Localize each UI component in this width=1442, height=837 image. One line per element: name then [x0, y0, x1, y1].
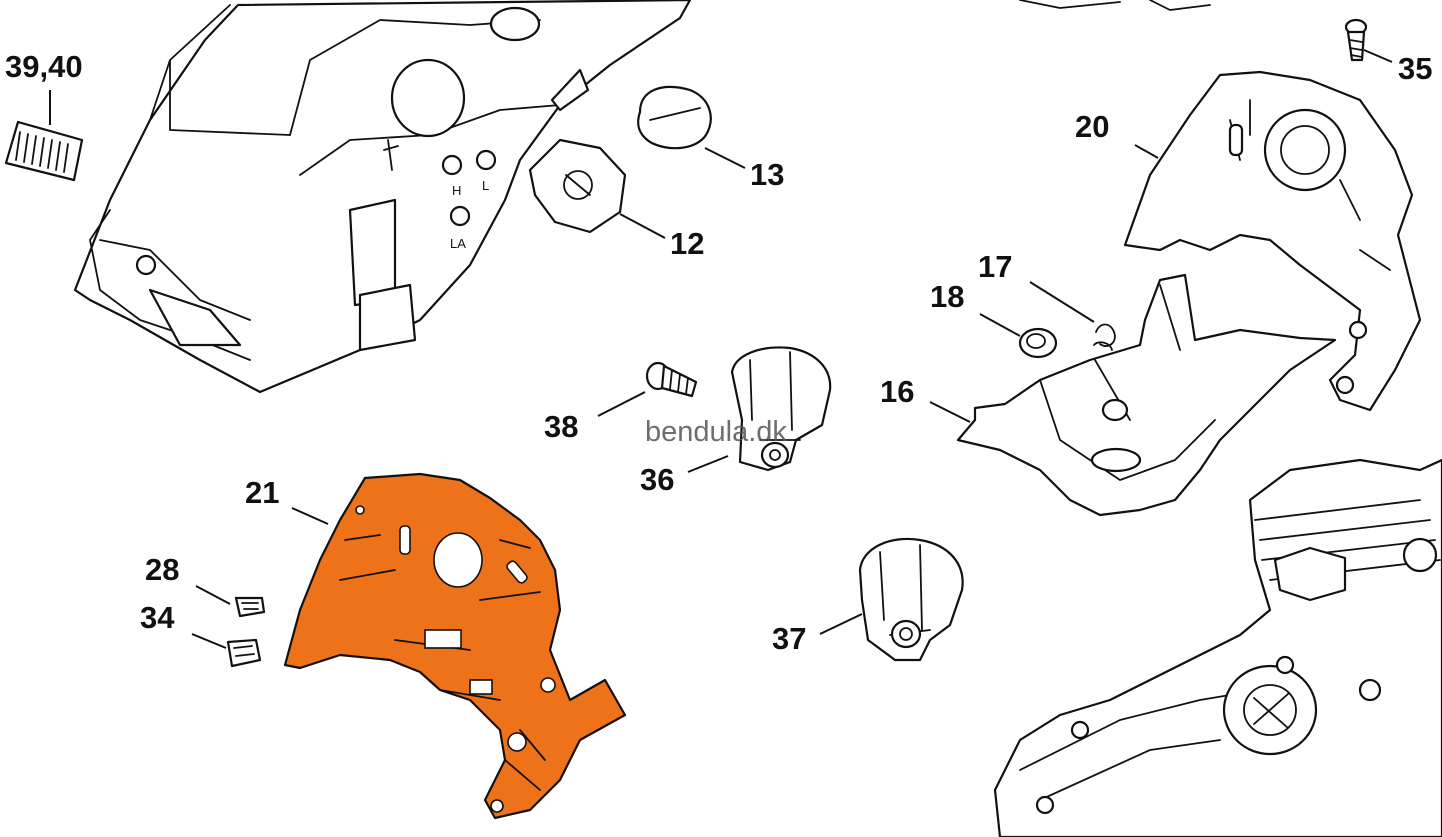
- part-18-grommet: [1018, 327, 1058, 359]
- part-12-knob: [528, 138, 627, 234]
- callout-36: 36: [640, 462, 674, 497]
- mark-la: LA: [450, 236, 466, 251]
- part-17-clip: [1093, 323, 1116, 351]
- part-37-mount: [858, 537, 964, 662]
- shroud-housing: H L LA: [73, 0, 692, 394]
- mark-h: H: [452, 183, 461, 198]
- engine-crankcase: [993, 0, 1442, 837]
- mark-l: L: [482, 178, 489, 193]
- callout-labels: 39,40 35 13 20 12 17 18 16 38 36 21 28 3…: [5, 49, 1432, 656]
- callout-16: 16: [880, 374, 914, 409]
- part-38-bolt: [645, 361, 698, 398]
- callout-17: 17: [978, 249, 1012, 284]
- part-13-cap: [637, 85, 712, 150]
- callout-38: 38: [544, 409, 578, 444]
- part-28-clip: [234, 596, 266, 618]
- callout-39-40: 39,40: [5, 49, 83, 84]
- callout-18: 18: [930, 279, 964, 314]
- part-34-clip: [226, 638, 262, 668]
- callout-34: 34: [140, 600, 175, 635]
- part-35-screw: [1344, 18, 1368, 62]
- part-36-mount: [730, 346, 832, 472]
- callout-20: 20: [1075, 109, 1109, 144]
- callout-12: 12: [670, 226, 704, 261]
- part-39-40-pad: [4, 120, 84, 182]
- part-16-baffle: [956, 273, 1337, 517]
- callout-37: 37: [772, 621, 806, 656]
- callout-13: 13: [750, 157, 784, 192]
- callout-35: 35: [1398, 51, 1432, 86]
- callout-28: 28: [145, 552, 179, 587]
- callout-21: 21: [245, 475, 279, 510]
- watermark-text: bendula.dk: [645, 416, 787, 448]
- part-20-bracket: [1123, 70, 1422, 412]
- leader-lines: [49, 49, 1393, 649]
- part-21-highlighted: [283, 472, 627, 820]
